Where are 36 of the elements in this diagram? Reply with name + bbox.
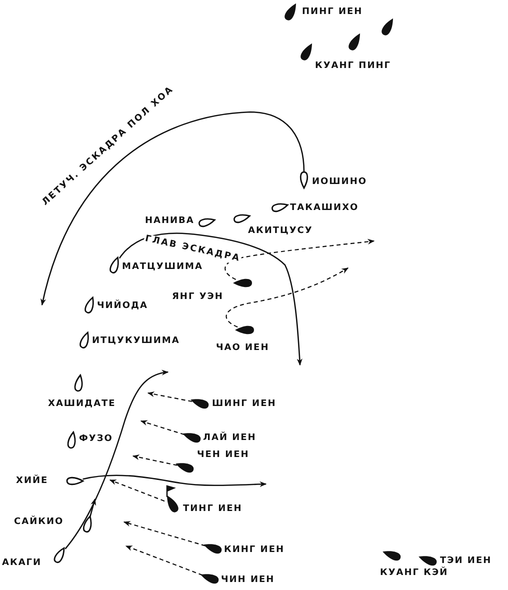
- ship-name: ЛАЙ ИЕН: [203, 432, 256, 444]
- course-arrow: [118, 232, 302, 366]
- dashed-arrow: [125, 545, 203, 576]
- ship-name: ТЭИ ИЕН: [440, 556, 492, 566]
- ship-name: КУАНГ КЭЙ: [380, 568, 448, 578]
- ship-name: КУАНГ ПИНГ: [315, 60, 391, 72]
- dashed-arrow: [140, 420, 185, 436]
- ship-name: ПИНГ ИЕН: [302, 6, 363, 18]
- ship-name: АКАГИ: [2, 558, 42, 568]
- dashed-arrow: [224, 238, 375, 280]
- course-arrow: [40, 111, 305, 306]
- ship-name: НАНИВА: [145, 216, 194, 226]
- ship-name: ХАШИДАТЕ: [48, 398, 116, 410]
- ship-name: ТИНГ ИЕН: [183, 504, 242, 514]
- ship-name: САЙКИО: [14, 516, 64, 528]
- ship-name: ЧИЙОДА: [97, 300, 148, 312]
- ship-name: ХИЙЕ: [16, 476, 48, 486]
- ship-name: КИНГ ИЕН: [224, 544, 285, 556]
- dashed-arrow: [226, 268, 349, 328]
- ship-name: АКИТЦУСУ: [248, 226, 313, 236]
- ship-name: ИОШИНО: [312, 176, 368, 188]
- ship-name: ЯНГ УЭН: [172, 292, 224, 302]
- course-arrow: [64, 370, 169, 550]
- dashed-arrow: [123, 521, 206, 546]
- dashed-arrow: [147, 391, 192, 402]
- course-arrow: [90, 498, 96, 516]
- ship-name: ТАКАШИХО: [290, 202, 359, 214]
- dashed-arrow: [132, 454, 178, 466]
- ship-name: ЧИН ИЕН: [221, 574, 275, 586]
- ship-name: ФУЗО: [79, 434, 113, 444]
- ship-name: ЧАО ИЕН: [216, 342, 270, 354]
- ship-name: ИТЦУКУШИМА: [92, 336, 180, 346]
- ship-name: ЧЕН ИЕН: [197, 450, 250, 460]
- course-arrow: [82, 474, 267, 488]
- ship-name: ШИНГ ИЕН: [212, 398, 276, 410]
- dashed-arrow: [109, 479, 165, 502]
